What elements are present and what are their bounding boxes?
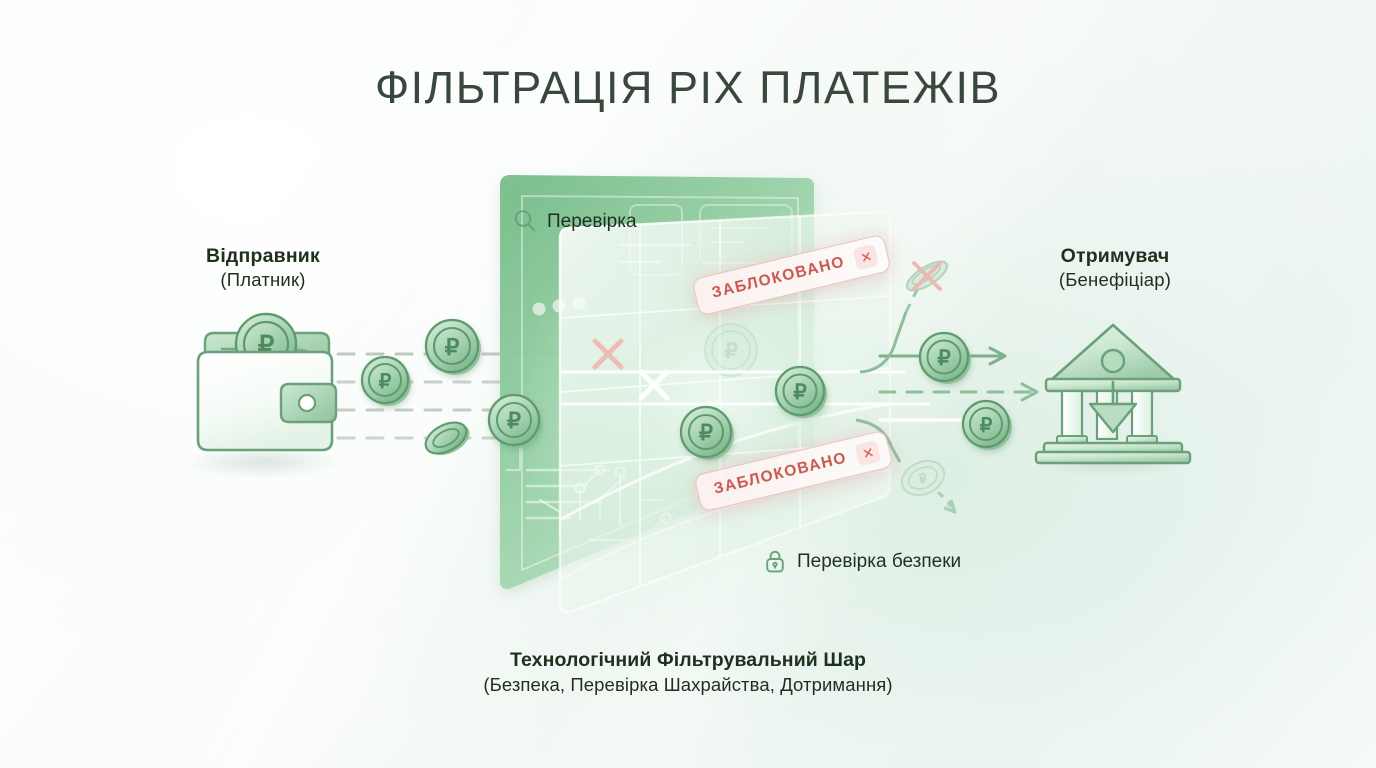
- bank-icon: [1034, 323, 1192, 477]
- coin: ₽: [918, 331, 971, 384]
- coin: ₽: [487, 393, 542, 448]
- receiver-subtitle: (Бенефіціар): [1058, 269, 1172, 291]
- page-title: ФІЛЬТРАЦІЯ РІХ ПЛАТЕЖІВ: [374, 62, 1002, 113]
- coin: ₽: [774, 365, 827, 418]
- reject-x-mark: [592, 338, 670, 401]
- coin: ₽: [679, 405, 734, 460]
- filter-layer-title: Технологічний Фільтрувальний Шар: [509, 649, 867, 671]
- inspection-label-text: Перевірка: [547, 210, 637, 232]
- sender-title: Відправник: [206, 245, 320, 267]
- svg-text:₽: ₽: [937, 347, 951, 370]
- coin-edge: [424, 421, 470, 456]
- coin-group-incoming: ₽ ₽ ₽: [360, 318, 542, 456]
- close-icon: ✕: [854, 439, 882, 467]
- security-label: Перевірка безпеки: [762, 548, 961, 574]
- coin-filtered-ghost: ₽: [704, 323, 758, 377]
- svg-text:₽: ₽: [793, 381, 807, 404]
- coin-group-passing: ₽ ₽: [679, 365, 827, 460]
- coin: ₽: [360, 355, 411, 406]
- receiver-label: Отримувач (Бенефіціар): [1015, 244, 1215, 292]
- svg-text:₽: ₽: [507, 408, 521, 433]
- filter-layer-caption: Технологічний Фільтрувальний Шар (Безпек…: [0, 648, 1376, 698]
- coin-group-delivered: ₽ ₽: [918, 331, 1012, 450]
- svg-text:₽: ₽: [445, 334, 460, 360]
- svg-text:₽: ₽: [699, 420, 713, 445]
- close-icon: ✕: [852, 243, 880, 271]
- svg-text:₽: ₽: [980, 415, 993, 437]
- wallet-icon: ₽: [185, 312, 341, 478]
- deposit-arrow-icon: [1088, 381, 1138, 434]
- rejected-path-lower: ₽: [855, 418, 957, 514]
- sender-label: Відправник (Платник): [168, 244, 358, 292]
- receiver-title: Отримувач: [1060, 245, 1170, 267]
- filter-layer-subtitle: (Безпека, Перевірка Шахрайства, Дотриман…: [483, 674, 893, 696]
- rejected-path-upper: [859, 260, 949, 374]
- lock-icon: [762, 548, 788, 574]
- sender-subtitle: (Платник): [220, 269, 306, 291]
- passthrough-highlight-lanes: [560, 370, 930, 406]
- magnifier-icon: [512, 208, 538, 234]
- svg-text:₽: ₽: [379, 371, 392, 393]
- inspection-label: Перевірка: [512, 208, 637, 234]
- security-label-text: Перевірка безпеки: [797, 550, 962, 572]
- coin: ₽: [961, 399, 1012, 450]
- coin: ₽: [424, 318, 481, 375]
- svg-text:₽: ₽: [724, 340, 738, 363]
